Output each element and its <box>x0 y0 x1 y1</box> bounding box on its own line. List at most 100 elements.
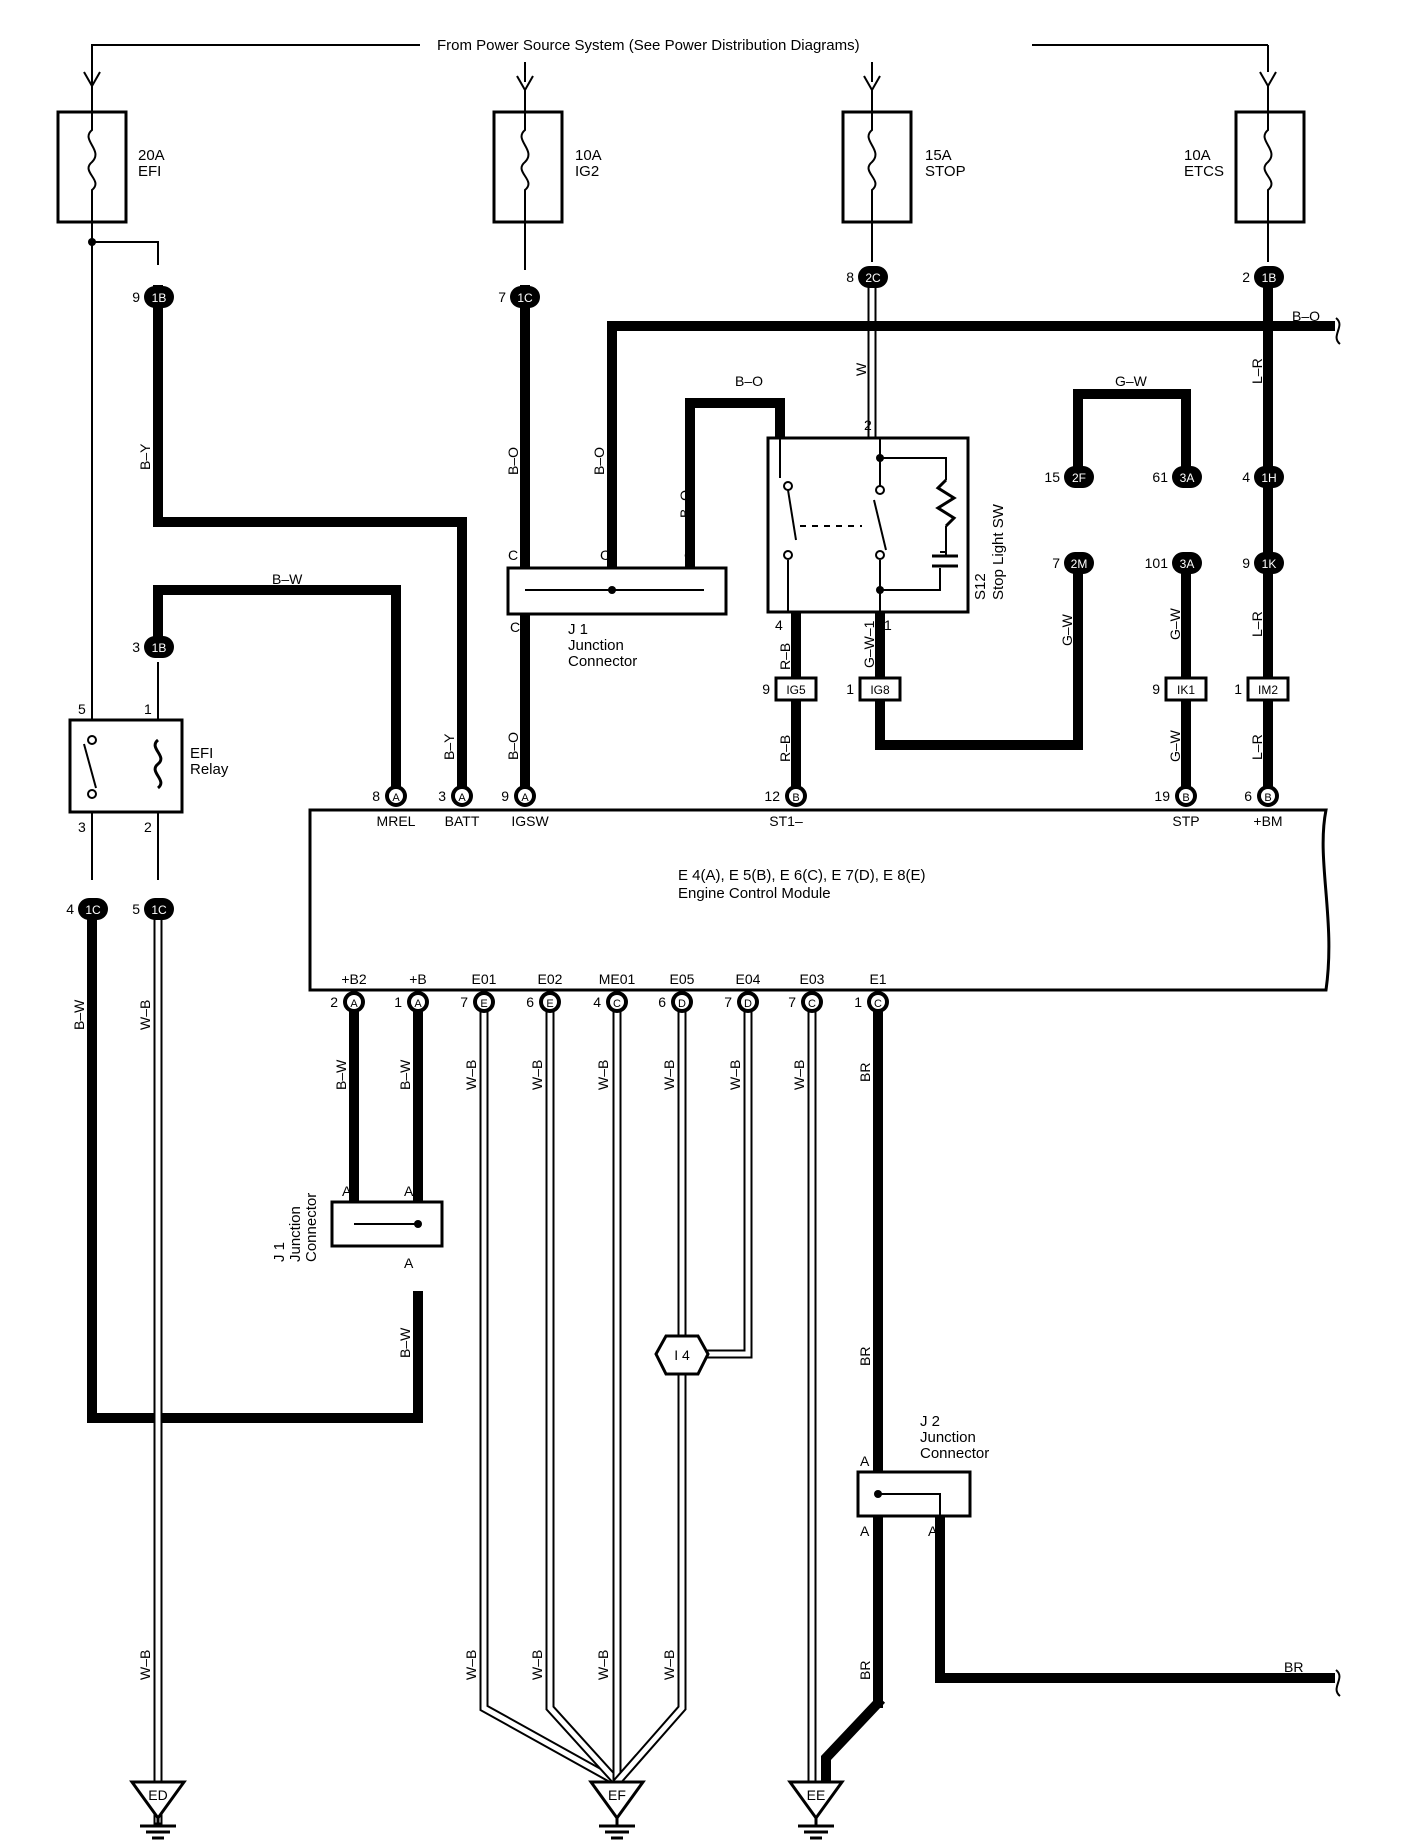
ecm-pin-stp: B 19 STP <box>1154 785 1200 829</box>
ecm-pin-e01: E01 E 7 <box>460 971 497 1013</box>
ecm-pin-mrel: A 8 MREL <box>372 785 416 829</box>
svg-text:W–B: W–B <box>137 1000 153 1030</box>
conn-1c-4-code: 1C <box>85 903 101 917</box>
j2-junction <box>856 1470 972 1518</box>
ground-ef-label: EF <box>608 1787 626 1803</box>
svg-text:R–B: R–B <box>777 735 793 762</box>
svg-text:9: 9 <box>132 289 140 305</box>
j1-bottom-line2: Connector <box>303 1193 320 1262</box>
fuse-stop <box>841 110 913 224</box>
svg-text:8: 8 <box>372 788 380 804</box>
svg-text:12: 12 <box>764 788 780 804</box>
svg-text:B–W: B–W <box>71 999 87 1030</box>
svg-text:BR: BR <box>857 1661 873 1680</box>
svg-text:9: 9 <box>1242 555 1250 571</box>
svg-text:1: 1 <box>846 681 854 697</box>
svg-text:E: E <box>480 998 487 1010</box>
conn-2c-8-code: 2C <box>865 271 881 285</box>
ecm-pin-me01: ME01 C 4 <box>593 971 635 1013</box>
svg-text:G–W–1: G–W–1 <box>861 620 877 668</box>
svg-text:2: 2 <box>864 417 872 433</box>
thin-wires <box>88 222 1269 880</box>
j1-top-id: J 1 <box>568 621 588 638</box>
wire-break-bo <box>1335 317 1341 345</box>
svg-text:E01: E01 <box>472 971 497 987</box>
j2-id: J 2 <box>920 1413 940 1430</box>
j1-top-pins: C C C C <box>508 547 694 635</box>
svg-text:A: A <box>928 1523 938 1539</box>
square-connector-text: IG5 IG8 IK1 IM2 <box>786 683 1278 697</box>
svg-text:B–W: B–W <box>272 571 303 587</box>
svg-text:E04: E04 <box>736 971 761 987</box>
conn-3a-61-code: 3A <box>1180 471 1195 485</box>
svg-text:C: C <box>510 619 520 635</box>
svg-text:B–O: B–O <box>591 447 607 475</box>
svg-text:61: 61 <box>1152 469 1168 485</box>
conn-1h-4-code: 1H <box>1261 471 1276 485</box>
svg-text:B: B <box>1182 792 1189 804</box>
conn-1b-9-code: 1B <box>152 291 167 305</box>
j2-pins: A A A <box>860 1453 938 1539</box>
conn-2m-7-code: 2M <box>1071 557 1088 571</box>
ecm-pin-bm: B 6 +BM <box>1244 785 1283 829</box>
power-source-label: From Power Source System (See Power Dist… <box>437 37 860 54</box>
thick-wires <box>87 285 1335 1787</box>
power-source-line <box>83 44 1277 112</box>
svg-text:A: A <box>860 1523 870 1539</box>
svg-text:3: 3 <box>438 788 446 804</box>
svg-text:D: D <box>744 998 752 1010</box>
ecm-pin-igsw: A 9 IGSW <box>501 785 549 829</box>
svg-text:G–W: G–W <box>1167 729 1183 762</box>
svg-text:A: A <box>392 792 400 804</box>
j1-top-line2: Connector <box>568 653 637 670</box>
conn-3a-101-code: 3A <box>1180 557 1195 571</box>
svg-text:G–W: G–W <box>1167 607 1183 640</box>
j1-top-junction <box>506 566 728 616</box>
fuse-etcs-name: ETCS <box>1184 163 1224 180</box>
svg-text:7: 7 <box>460 994 468 1010</box>
ecm-bottom-pins: +B2 A 2 +B A 1 E01 E 7 E02 E 6 ME01 C 4 <box>330 971 889 1013</box>
svg-text:C: C <box>508 547 518 563</box>
svg-text:W–B: W–B <box>791 1060 807 1090</box>
svg-text:5: 5 <box>78 701 86 717</box>
ecm-pin-b2: +B2 A 2 <box>330 971 367 1013</box>
svg-text:4: 4 <box>775 617 783 633</box>
ecm-pin-e02: E02 E 6 <box>526 971 563 1013</box>
svg-text:STP: STP <box>1172 813 1199 829</box>
ground-ed <box>129 1780 187 1840</box>
fuse-ig2 <box>492 110 564 224</box>
svg-text:2: 2 <box>330 994 338 1010</box>
svg-text:MREL: MREL <box>377 813 416 829</box>
ecm-title: E 4(A), E 5(B), E 6(C), E 7(D), E 8(E) <box>678 867 926 884</box>
wire-labels: B–Y B–O B–O B–O B–O B–O W G–W L–R L–R L–… <box>71 308 1320 1680</box>
svg-text:L–R: L–R <box>1249 611 1265 637</box>
ecm-pin-batt: A 3 BATT <box>438 785 480 829</box>
ground-wires <box>153 913 817 1825</box>
fuse-etcs <box>1234 110 1306 224</box>
svg-text:B: B <box>792 792 799 804</box>
svg-text:B–O: B–O <box>735 373 763 389</box>
ecm-box <box>308 808 1331 992</box>
svg-text:5: 5 <box>132 901 140 917</box>
svg-text:B–O: B–O <box>505 447 521 475</box>
conn-2f-15-code: 2F <box>1072 471 1086 485</box>
svg-text:W–B: W–B <box>661 1650 677 1680</box>
svg-text:L–R: L–R <box>1249 734 1265 760</box>
svg-text:A: A <box>521 792 529 804</box>
svg-text:C: C <box>600 547 610 563</box>
svg-text:IGSW: IGSW <box>511 813 549 829</box>
svg-text:G–W: G–W <box>1059 613 1075 646</box>
svg-text:W–B: W–B <box>137 1650 153 1680</box>
svg-text:A: A <box>342 1183 352 1199</box>
svg-text:BATT: BATT <box>445 813 480 829</box>
relay-name-1: EFI <box>190 745 213 762</box>
svg-text:B: B <box>1264 792 1271 804</box>
i4-junction <box>654 1334 710 1376</box>
svg-text:W–B: W–B <box>595 1650 611 1680</box>
fuse-stop-rating: 15A <box>925 147 952 164</box>
svg-text:+B2: +B2 <box>341 971 367 987</box>
svg-text:1: 1 <box>394 994 402 1010</box>
svg-text:B–W: B–W <box>397 1327 413 1358</box>
svg-text:3: 3 <box>78 819 86 835</box>
svg-text:+B: +B <box>409 971 427 987</box>
